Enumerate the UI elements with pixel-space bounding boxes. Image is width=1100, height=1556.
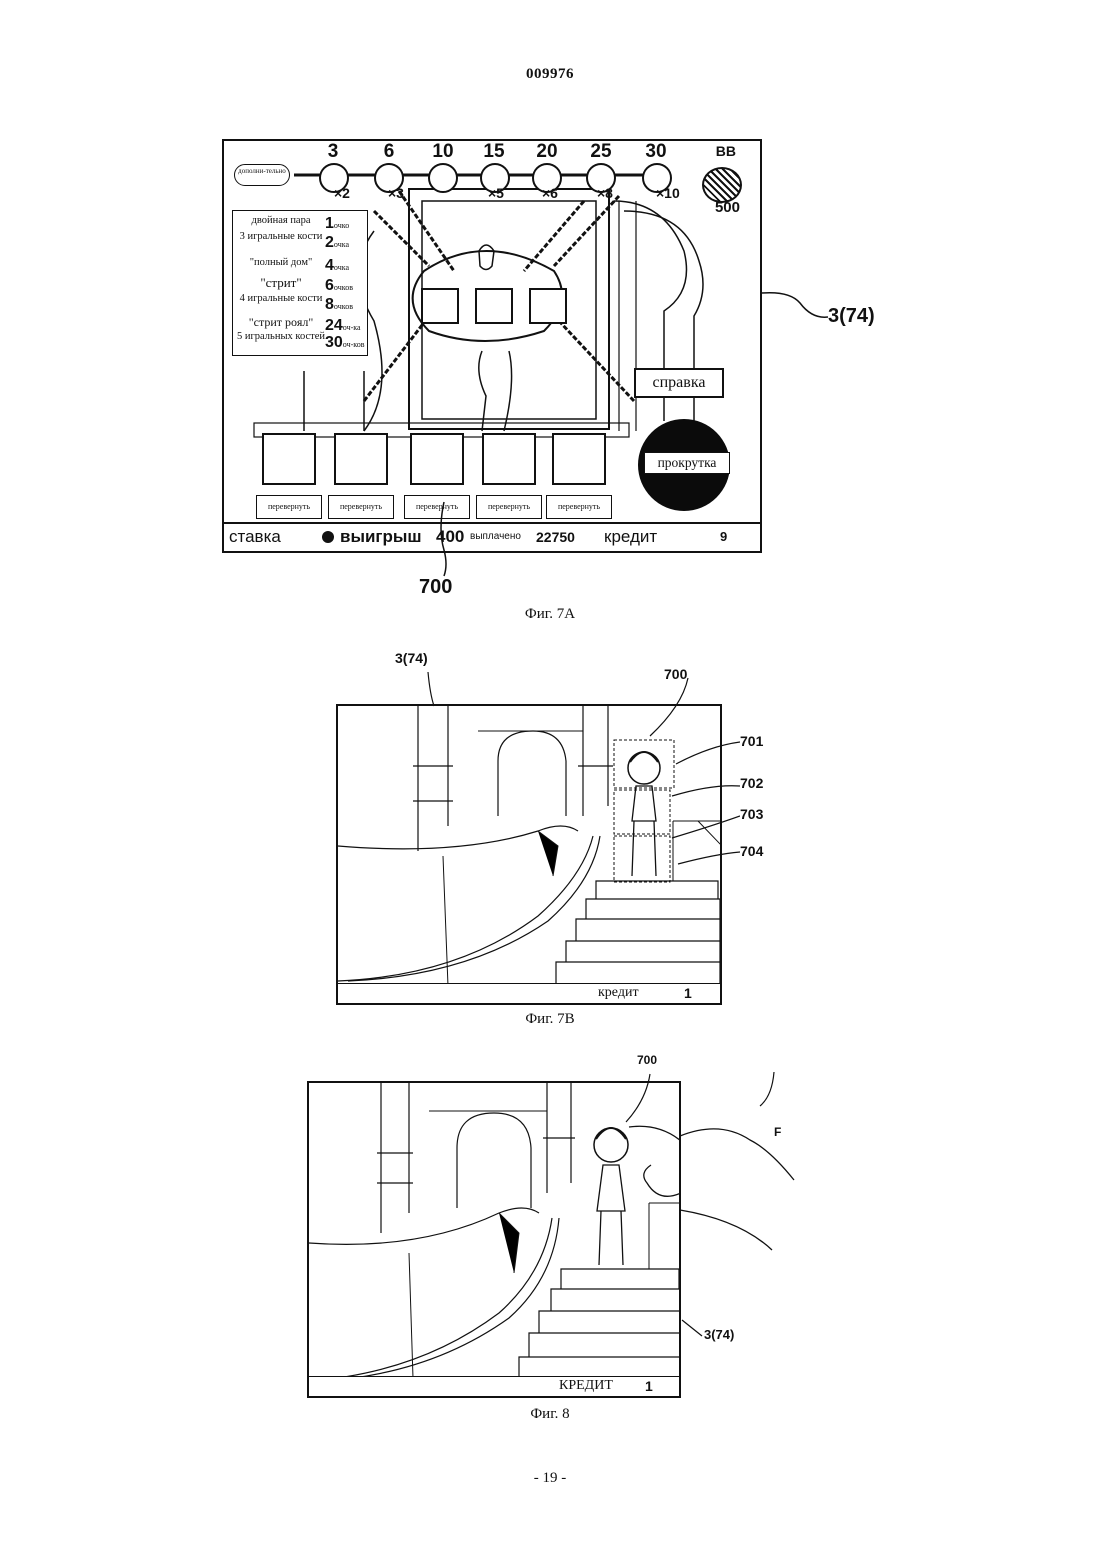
- dice-card[interactable]: [262, 433, 316, 485]
- paytable-hand: двойная пара: [237, 215, 325, 226]
- paytable-points: 1: [325, 215, 334, 232]
- paytable-hand: 5 игральных костей: [237, 331, 325, 342]
- milestone-label: 10: [423, 141, 463, 163]
- reference-numeral-character: 700: [419, 576, 452, 599]
- leader-line: [430, 500, 460, 580]
- reference-numeral-character: 700: [637, 1053, 657, 1067]
- leader-line: [760, 285, 830, 325]
- paytable-points: 24: [325, 317, 343, 334]
- figure-7b-leader-lines: [420, 666, 740, 866]
- paytable-points: 8: [325, 296, 334, 313]
- milestone-label: 15: [474, 141, 514, 163]
- paid-label: выплачено: [470, 531, 521, 542]
- multiplier-label: ×6: [542, 185, 558, 201]
- reference-numeral-character: 700: [664, 666, 687, 682]
- bonus-badge-title: BB: [716, 143, 736, 159]
- flip-button[interactable]: перевернуть: [328, 495, 394, 519]
- help-button[interactable]: справка: [634, 368, 724, 398]
- figure-8-credit-bar: КРЕДИТ 1: [309, 1376, 679, 1396]
- reference-numeral-head: 701: [740, 733, 763, 749]
- paytable-points: 2: [325, 234, 334, 251]
- bonus-badge-icon: [702, 167, 742, 203]
- dice-card[interactable]: [410, 433, 464, 485]
- credit-label: кредит: [598, 985, 639, 1001]
- reference-numeral-legs: 704: [740, 843, 763, 859]
- win-label: выигрыш: [340, 527, 422, 547]
- top-reel-card: [475, 288, 513, 324]
- flip-button[interactable]: перевернуть: [476, 495, 542, 519]
- dice-card[interactable]: [334, 433, 388, 485]
- paytable-hand: 3 игральные кости: [237, 231, 325, 242]
- flip-button[interactable]: перевернуть: [256, 495, 322, 519]
- figure-8-leader-lines: [600, 1060, 800, 1360]
- figure-7b-caption: Фиг. 7В: [0, 1011, 1100, 1028]
- multiplier-label: ×3: [388, 185, 404, 201]
- milestone-label: 25: [581, 141, 621, 163]
- paytable-unit: очко: [334, 221, 349, 230]
- milestone-label: 30: [636, 141, 676, 163]
- dice-card[interactable]: [552, 433, 606, 485]
- paytable-points: 6: [325, 277, 334, 294]
- figure-7a-caption: Фиг. 7А: [0, 606, 1100, 623]
- paytable-hand: "полный дом": [237, 257, 325, 268]
- multiplier-label: ×8: [597, 185, 613, 201]
- paytable-unit: очков: [334, 302, 353, 311]
- paytable-unit: оч-ков: [343, 340, 365, 349]
- credit-label: кредит: [604, 527, 657, 547]
- multiplier-label: ×5: [488, 185, 504, 201]
- milestone-cube-icon: [428, 163, 458, 193]
- paytable-unit: оч-ка: [343, 323, 361, 332]
- milestone-label: 3: [313, 141, 353, 163]
- top-reel-card: [529, 288, 567, 324]
- figure-7b-credit-bar: кредит 1: [338, 983, 720, 1003]
- milestone-label: 20: [527, 141, 567, 163]
- page-number: - 19 -: [0, 1470, 1100, 1487]
- paytable: двойная пара 1очко 3 игральные кости 2оч…: [232, 210, 368, 356]
- paid-value: 22750: [536, 529, 575, 545]
- milestone-label: 6: [369, 141, 409, 163]
- document-number: 009976: [0, 66, 1100, 83]
- paytable-points: 30: [325, 334, 343, 351]
- extra-bonus-pill[interactable]: дополни-тельно: [234, 164, 290, 186]
- paytable-unit: очка: [334, 263, 349, 272]
- reference-numeral-screen: 3(74): [395, 650, 428, 666]
- reference-numeral-waist: 703: [740, 806, 763, 822]
- reference-numeral-screen: 3(74): [828, 305, 875, 328]
- credit-value: 1: [645, 1378, 653, 1394]
- paytable-hand: "стрит роял": [237, 317, 325, 328]
- top-reel-card: [421, 288, 459, 324]
- multiplier-label: ×2: [334, 185, 350, 201]
- credit-value: 9: [720, 529, 727, 544]
- credit-value: 1: [684, 985, 692, 1001]
- figure-8-caption: Фиг. 8: [0, 1406, 1100, 1423]
- coin-icon: [322, 531, 334, 543]
- reference-numeral-screen: 3(74): [704, 1327, 734, 1342]
- figure-7a-game-screen: дополни-тельно 3 6 10 15 20 25 30 ×2 ×3 …: [222, 139, 762, 553]
- reference-numeral-body: 702: [740, 775, 763, 791]
- credit-label: КРЕДИТ: [559, 1378, 613, 1394]
- paytable-unit: очка: [334, 240, 349, 249]
- paytable-hand: "стрит": [237, 277, 325, 288]
- bet-label: ставка: [229, 527, 281, 547]
- status-bar: ставка выигрыш 400 выплачено 22750 креди…: [224, 522, 760, 551]
- spin-button-label[interactable]: прокрутка: [644, 452, 730, 474]
- bonus-badge-value: 500: [715, 199, 740, 216]
- multiplier-label: ×10: [656, 185, 680, 201]
- dice-card[interactable]: [482, 433, 536, 485]
- reference-numeral-finger: F: [774, 1125, 781, 1139]
- flip-button[interactable]: перевернуть: [546, 495, 612, 519]
- paytable-unit: очков: [334, 283, 353, 292]
- paytable-points: 4: [325, 257, 334, 274]
- paytable-hand: 4 игральные кости: [237, 293, 325, 304]
